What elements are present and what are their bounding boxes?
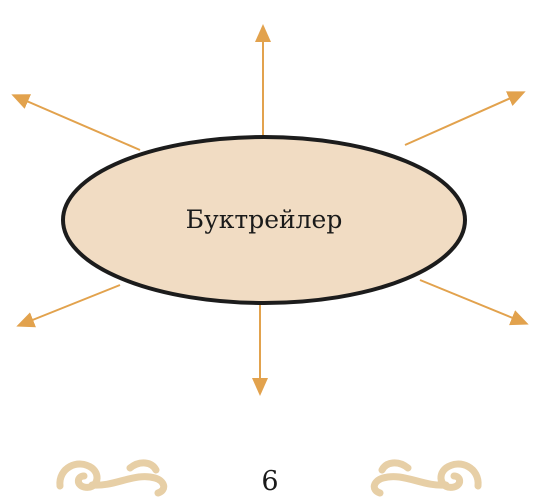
right-ornament-icon — [370, 459, 482, 497]
branch-arrows — [11, 24, 529, 396]
arrow-upper-left — [11, 94, 141, 151]
center-label: Буктрейлер — [186, 205, 343, 234]
center-ellipse — [61, 135, 467, 305]
left-ornament-icon — [56, 459, 168, 497]
arrow-upper-right — [404, 91, 526, 146]
arrow-lower-left — [16, 284, 121, 328]
page-number: 6 — [261, 466, 278, 497]
arrow-lower-right — [419, 279, 529, 326]
